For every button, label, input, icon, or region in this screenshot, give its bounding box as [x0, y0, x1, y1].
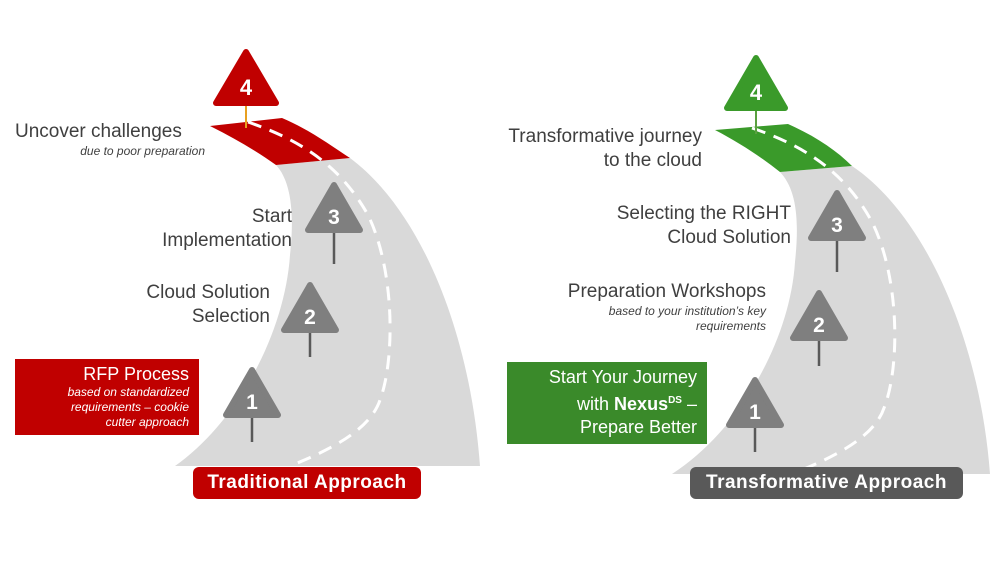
road-red-segment — [210, 118, 350, 165]
traditional-approach-badge: Traditional Approach — [193, 467, 421, 499]
trans-step3-label: Selecting the RIGHT Cloud Solution — [560, 202, 791, 250]
trad-step1-title: RFP Process — [83, 364, 189, 384]
trans-step1-box: Start Your Journey with NexusDS – Prepar… — [507, 362, 707, 444]
sign-number: 4 — [240, 75, 253, 100]
trans-step4-text: Transformative journey to the cloud — [508, 126, 702, 171]
road-center-line — [751, 126, 897, 476]
trad-step4-label: Uncover challenges due to poor preparati… — [15, 120, 205, 159]
road-center-line — [247, 120, 392, 468]
trans-step2-sub: based to your institution’s key requirem… — [608, 304, 766, 333]
warning-sign-icon — [726, 377, 784, 428]
sign-trans-3: 3 — [808, 190, 866, 272]
sign-number: 4 — [750, 80, 763, 105]
trans-step3-text: Selecting the RIGHT Cloud Solution — [616, 203, 791, 248]
trad-step1-box: RFP Process based on standardized requir… — [15, 359, 199, 435]
trans-step2-label: Preparation Workshops based to your inst… — [520, 280, 766, 334]
transformative-approach-badge: Transformative Approach — [690, 467, 963, 499]
trad-step4-text: Uncover challenges — [15, 121, 182, 142]
sign-trans-2: 2 — [790, 290, 848, 366]
sign-number: 3 — [328, 206, 340, 229]
warning-sign-icon — [808, 190, 866, 241]
trans-step2-text: Preparation Workshops — [567, 281, 766, 302]
sign-trad-4: 4 — [213, 49, 279, 128]
trad-step3-label: Start Implementation — [110, 205, 292, 253]
trans-step1-line2-post: – — [681, 394, 697, 414]
trans-step1-line3: Prepare Better — [579, 417, 697, 437]
sign-trans-4: 4 — [724, 55, 788, 134]
warning-sign-icon — [305, 182, 363, 233]
nexus-brand-sup: DS — [668, 395, 682, 406]
warning-sign-icon — [281, 282, 339, 333]
warning-sign-icon — [724, 55, 788, 111]
warning-sign-icon — [223, 367, 281, 418]
warning-sign-icon — [213, 49, 279, 106]
trans-step1-line1: Start Your Journey — [548, 367, 697, 387]
trans-step4-label: Transformative journey to the cloud — [470, 125, 702, 173]
sign-trad-1: 1 — [223, 367, 281, 442]
trans-step1-line2: with NexusDS – — [507, 389, 697, 416]
sign-number: 2 — [813, 314, 825, 337]
trad-step3-text: Start Implementation — [162, 206, 292, 251]
trans-step1-line2-pre: with — [577, 394, 615, 414]
sign-number: 3 — [831, 214, 843, 237]
trad-step2-text: Cloud Solution Selection — [146, 282, 270, 327]
trad-step1-desc: based on standardized requirements – coo… — [67, 385, 189, 429]
warning-sign-icon — [790, 290, 848, 341]
sign-number: 1 — [246, 391, 258, 414]
sign-trad-2: 2 — [281, 282, 339, 357]
road-green-segment — [715, 124, 852, 172]
nexus-brand: Nexus — [614, 394, 669, 414]
sign-number: 2 — [304, 306, 316, 329]
sign-number: 1 — [749, 401, 761, 424]
sign-trans-1: 1 — [726, 377, 784, 452]
trad-step4-sub: due to poor preparation — [80, 144, 205, 158]
trad-step2-label: Cloud Solution Selection — [110, 281, 270, 329]
sign-trad-3: 3 — [305, 182, 363, 264]
